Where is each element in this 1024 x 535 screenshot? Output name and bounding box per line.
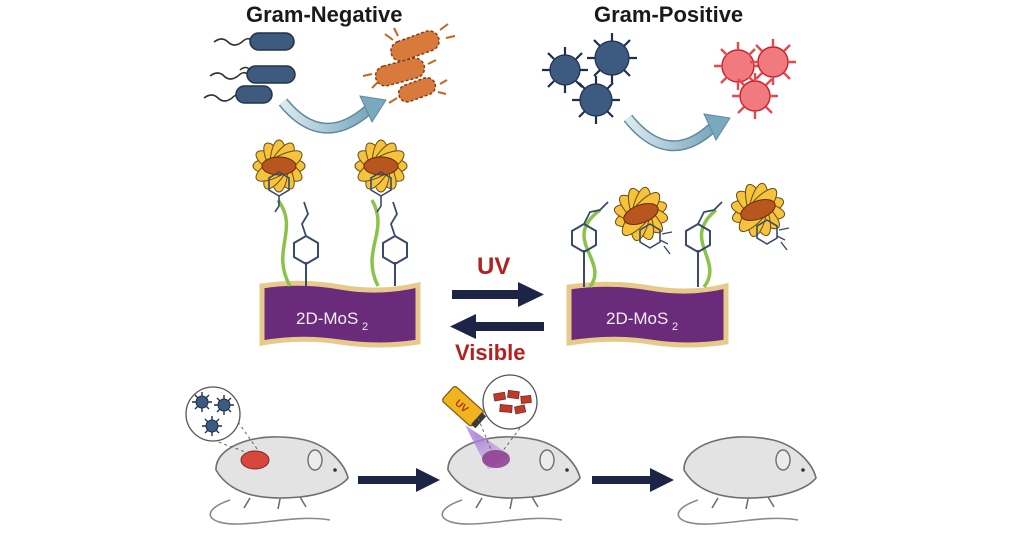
mouse-treated: UV (441, 374, 581, 525)
molecule-left-2 (354, 139, 408, 287)
molecule-left-1 (252, 139, 319, 287)
arrow-uv-forward (452, 282, 544, 307)
gram-positive-bacteria-before (542, 33, 637, 124)
mouse-healed (677, 436, 817, 525)
molecule-right-1 (571, 186, 673, 289)
sunflower-left-2 (354, 139, 408, 213)
label-visible: Visible (455, 340, 526, 365)
substrate-right-label: 2D-MoS (606, 309, 668, 328)
gram-negative-bacteria-after (362, 23, 456, 104)
molecule-right-2 (685, 182, 790, 289)
arrow-treatment-2 (592, 468, 674, 492)
gram-positive-bacteria-after (714, 39, 796, 119)
mouse-infected (185, 386, 349, 525)
uv-lamp-icon: UV (442, 386, 487, 429)
sunflower-right-2 (730, 182, 786, 238)
sunflower-left-1 (252, 139, 306, 213)
arrow-treatment-1 (358, 468, 440, 492)
arrow-visible-back (450, 314, 544, 339)
title-gram-positive: Gram-Positive (594, 2, 744, 27)
curved-arrow-left (278, 95, 387, 134)
gram-negative-bacteria-before (203, 32, 296, 104)
title-gram-negative: Gram-Negative (246, 2, 403, 27)
substrate-right: 2D-MoS 2 (566, 281, 729, 348)
sunflower-right-1 (613, 186, 669, 242)
substrate-right-subscript: 2 (672, 321, 678, 333)
substrate-left-label: 2D-MoS (296, 309, 358, 328)
curved-arrow-right (623, 113, 731, 152)
substrate-left-subscript: 2 (362, 321, 368, 333)
substrate-left: 2D-MoS 2 (259, 280, 421, 348)
label-uv: UV (477, 253, 511, 280)
